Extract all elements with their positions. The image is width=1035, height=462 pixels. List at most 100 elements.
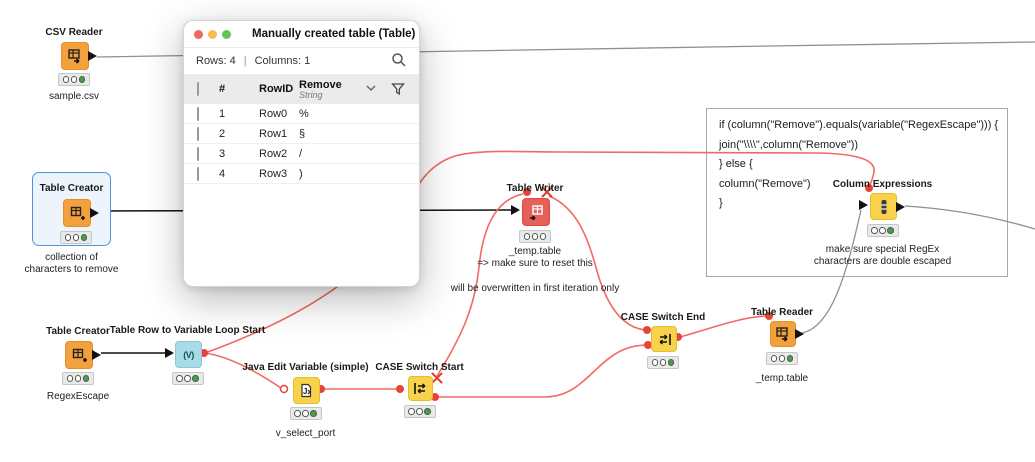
node-table-creator-bottom[interactable]: Table Creator RegexEscape [46, 326, 110, 402]
connection-loopstart-columnexpressions[interactable] [204, 150, 875, 354]
filter-icon[interactable] [391, 82, 405, 99]
node-comment: _temp.table [508, 246, 562, 257]
node-comment: will be overwritten in first iteration o… [450, 283, 620, 294]
search-icon[interactable] [391, 52, 407, 68]
node-column-expressions[interactable]: Column Expressions make sure special Reg… [814, 179, 951, 267]
node-table-writer[interactable]: Table Writer _temp.table => make sure to… [451, 183, 619, 294]
window-titlebar[interactable]: Manually created table (Table) [184, 21, 419, 48]
status-lights [866, 224, 899, 237]
output-port[interactable] [88, 51, 97, 61]
table-arrow-icon [775, 326, 788, 342]
port-caseend-in2[interactable] [644, 341, 652, 349]
row-id: Row2 [259, 147, 288, 160]
node-comment: RegexEscape [46, 391, 110, 402]
loop-start-icon[interactable]: (V) [175, 341, 202, 368]
case-switch-end-icon[interactable] [651, 326, 677, 352]
row-index: 2 [219, 127, 226, 140]
node-comment: characters are double escaped [813, 256, 952, 267]
table-creator-icon[interactable] [65, 341, 101, 369]
table-row[interactable]: 2 Row1 § [184, 124, 419, 144]
table-plus-icon [72, 348, 87, 362]
status-lights [62, 372, 94, 385]
table-header-row: # RowID Remove String [184, 74, 419, 104]
table-row[interactable]: 1 Row0 % [184, 104, 419, 124]
output-port[interactable] [90, 208, 99, 218]
inactive-x-icon [431, 372, 443, 384]
connection-tablereader-columnexpressions[interactable] [801, 209, 862, 334]
node-case-switch-start[interactable]: CASE Switch Start [375, 362, 464, 418]
node-java-edit-variable[interactable]: Java Edit Variable (simple) J v_select_p… [242, 362, 368, 439]
status-lights [289, 407, 322, 420]
table-row[interactable]: 3 Row2 / [184, 144, 419, 164]
annotation-line: column("Remove") [719, 177, 811, 190]
row-checkbox[interactable] [197, 146, 199, 161]
close-button[interactable] [194, 29, 203, 39]
table-view-window[interactable]: Manually created table (Table) Rows: 4 |… [183, 20, 420, 287]
status-lights [766, 352, 798, 365]
arrowhead [859, 200, 868, 210]
case-switch-start-icon[interactable] [408, 376, 433, 401]
table-creator-icon[interactable] [63, 199, 99, 227]
node-title: CASE Switch Start [375, 362, 464, 373]
table-arrow-icon [67, 48, 80, 64]
inactive-x-icon [541, 186, 553, 198]
port-casestart-in[interactable] [396, 385, 404, 393]
node-title: Table Writer [506, 183, 564, 194]
output-port[interactable] [896, 201, 905, 212]
annotation-line: join("\\\\",column("Remove")) [719, 138, 859, 151]
java-edit-variable-icon[interactable]: J [293, 377, 320, 404]
node-title: Column Expressions [832, 179, 933, 190]
node-case-switch-end[interactable]: CASE Switch End [621, 312, 705, 369]
connection-caseswitchstart-caseswitchend[interactable] [436, 344, 647, 398]
port-javaedit-in[interactable] [279, 384, 289, 394]
column-expressions-icon[interactable] [870, 193, 905, 220]
node-title: Java Edit Variable (simple) [242, 362, 369, 373]
row-index: 1 [219, 107, 226, 120]
node-comment: sample.csv [48, 91, 100, 102]
port-casestart-out[interactable] [431, 393, 439, 401]
node-title: CSV Reader [45, 27, 103, 38]
header-column-type: String [299, 89, 323, 100]
output-port[interactable] [92, 350, 101, 360]
table-writer-icon[interactable] [522, 198, 550, 226]
port-columnexpressions-flowvar[interactable] [865, 184, 873, 192]
row-id: Row0 [259, 107, 288, 120]
annotation-line: } else { [719, 158, 753, 170]
table-reader-icon[interactable] [770, 321, 804, 347]
window-title: Manually created table (Table) [252, 28, 416, 40]
row-checkbox[interactable] [197, 106, 199, 121]
connection-tablewriter-caseswitchend[interactable] [548, 195, 646, 331]
cell-value: % [299, 107, 309, 120]
arrowhead [511, 205, 520, 215]
node-table-reader[interactable]: Table Reader _temp.table [751, 307, 813, 384]
csv-reader-icon[interactable] [61, 42, 97, 70]
zoom-button[interactable] [222, 29, 231, 39]
annotation-line: if (column("Remove").equals(variable("Re… [719, 119, 999, 131]
chevron-down-icon[interactable] [365, 83, 377, 95]
select-all-checkbox[interactable] [197, 82, 199, 96]
node-csv-reader[interactable]: CSV Reader sample.csv [45, 27, 102, 102]
port-tablewriter-flowvar[interactable] [523, 188, 531, 196]
cell-value: / [299, 147, 303, 160]
column-icon [881, 199, 886, 214]
connection-caseswitchend-tablereader[interactable] [679, 315, 767, 338]
node-table-creator-top[interactable] [60, 199, 99, 244]
status-lights [647, 356, 679, 369]
connection-columnexpressions-out[interactable] [904, 205, 1035, 230]
port-tablereader-flowvar[interactable] [765, 312, 773, 320]
port-loopstart-out[interactable] [200, 349, 208, 357]
row-checkbox[interactable] [197, 166, 199, 181]
output-port[interactable] [795, 329, 804, 339]
cell-value: § [299, 127, 306, 140]
connection-caseswitchstart-tablewriter[interactable] [436, 193, 524, 377]
row-checkbox[interactable] [197, 126, 199, 141]
port-caseend-in1[interactable] [643, 326, 651, 334]
table-row[interactable]: 4 Row3 ) [184, 164, 419, 184]
workflow-annotation[interactable]: if (column("Remove").equals(variable("Re… [706, 108, 1008, 277]
node-comment: collection of [45, 252, 98, 263]
header-column: Remove String [299, 79, 419, 100]
minimize-button[interactable] [208, 29, 217, 39]
node-loop-start[interactable]: Table Row to Variable Loop Start (V) [110, 325, 265, 385]
connection-loopstart-javaedit[interactable] [204, 352, 282, 389]
